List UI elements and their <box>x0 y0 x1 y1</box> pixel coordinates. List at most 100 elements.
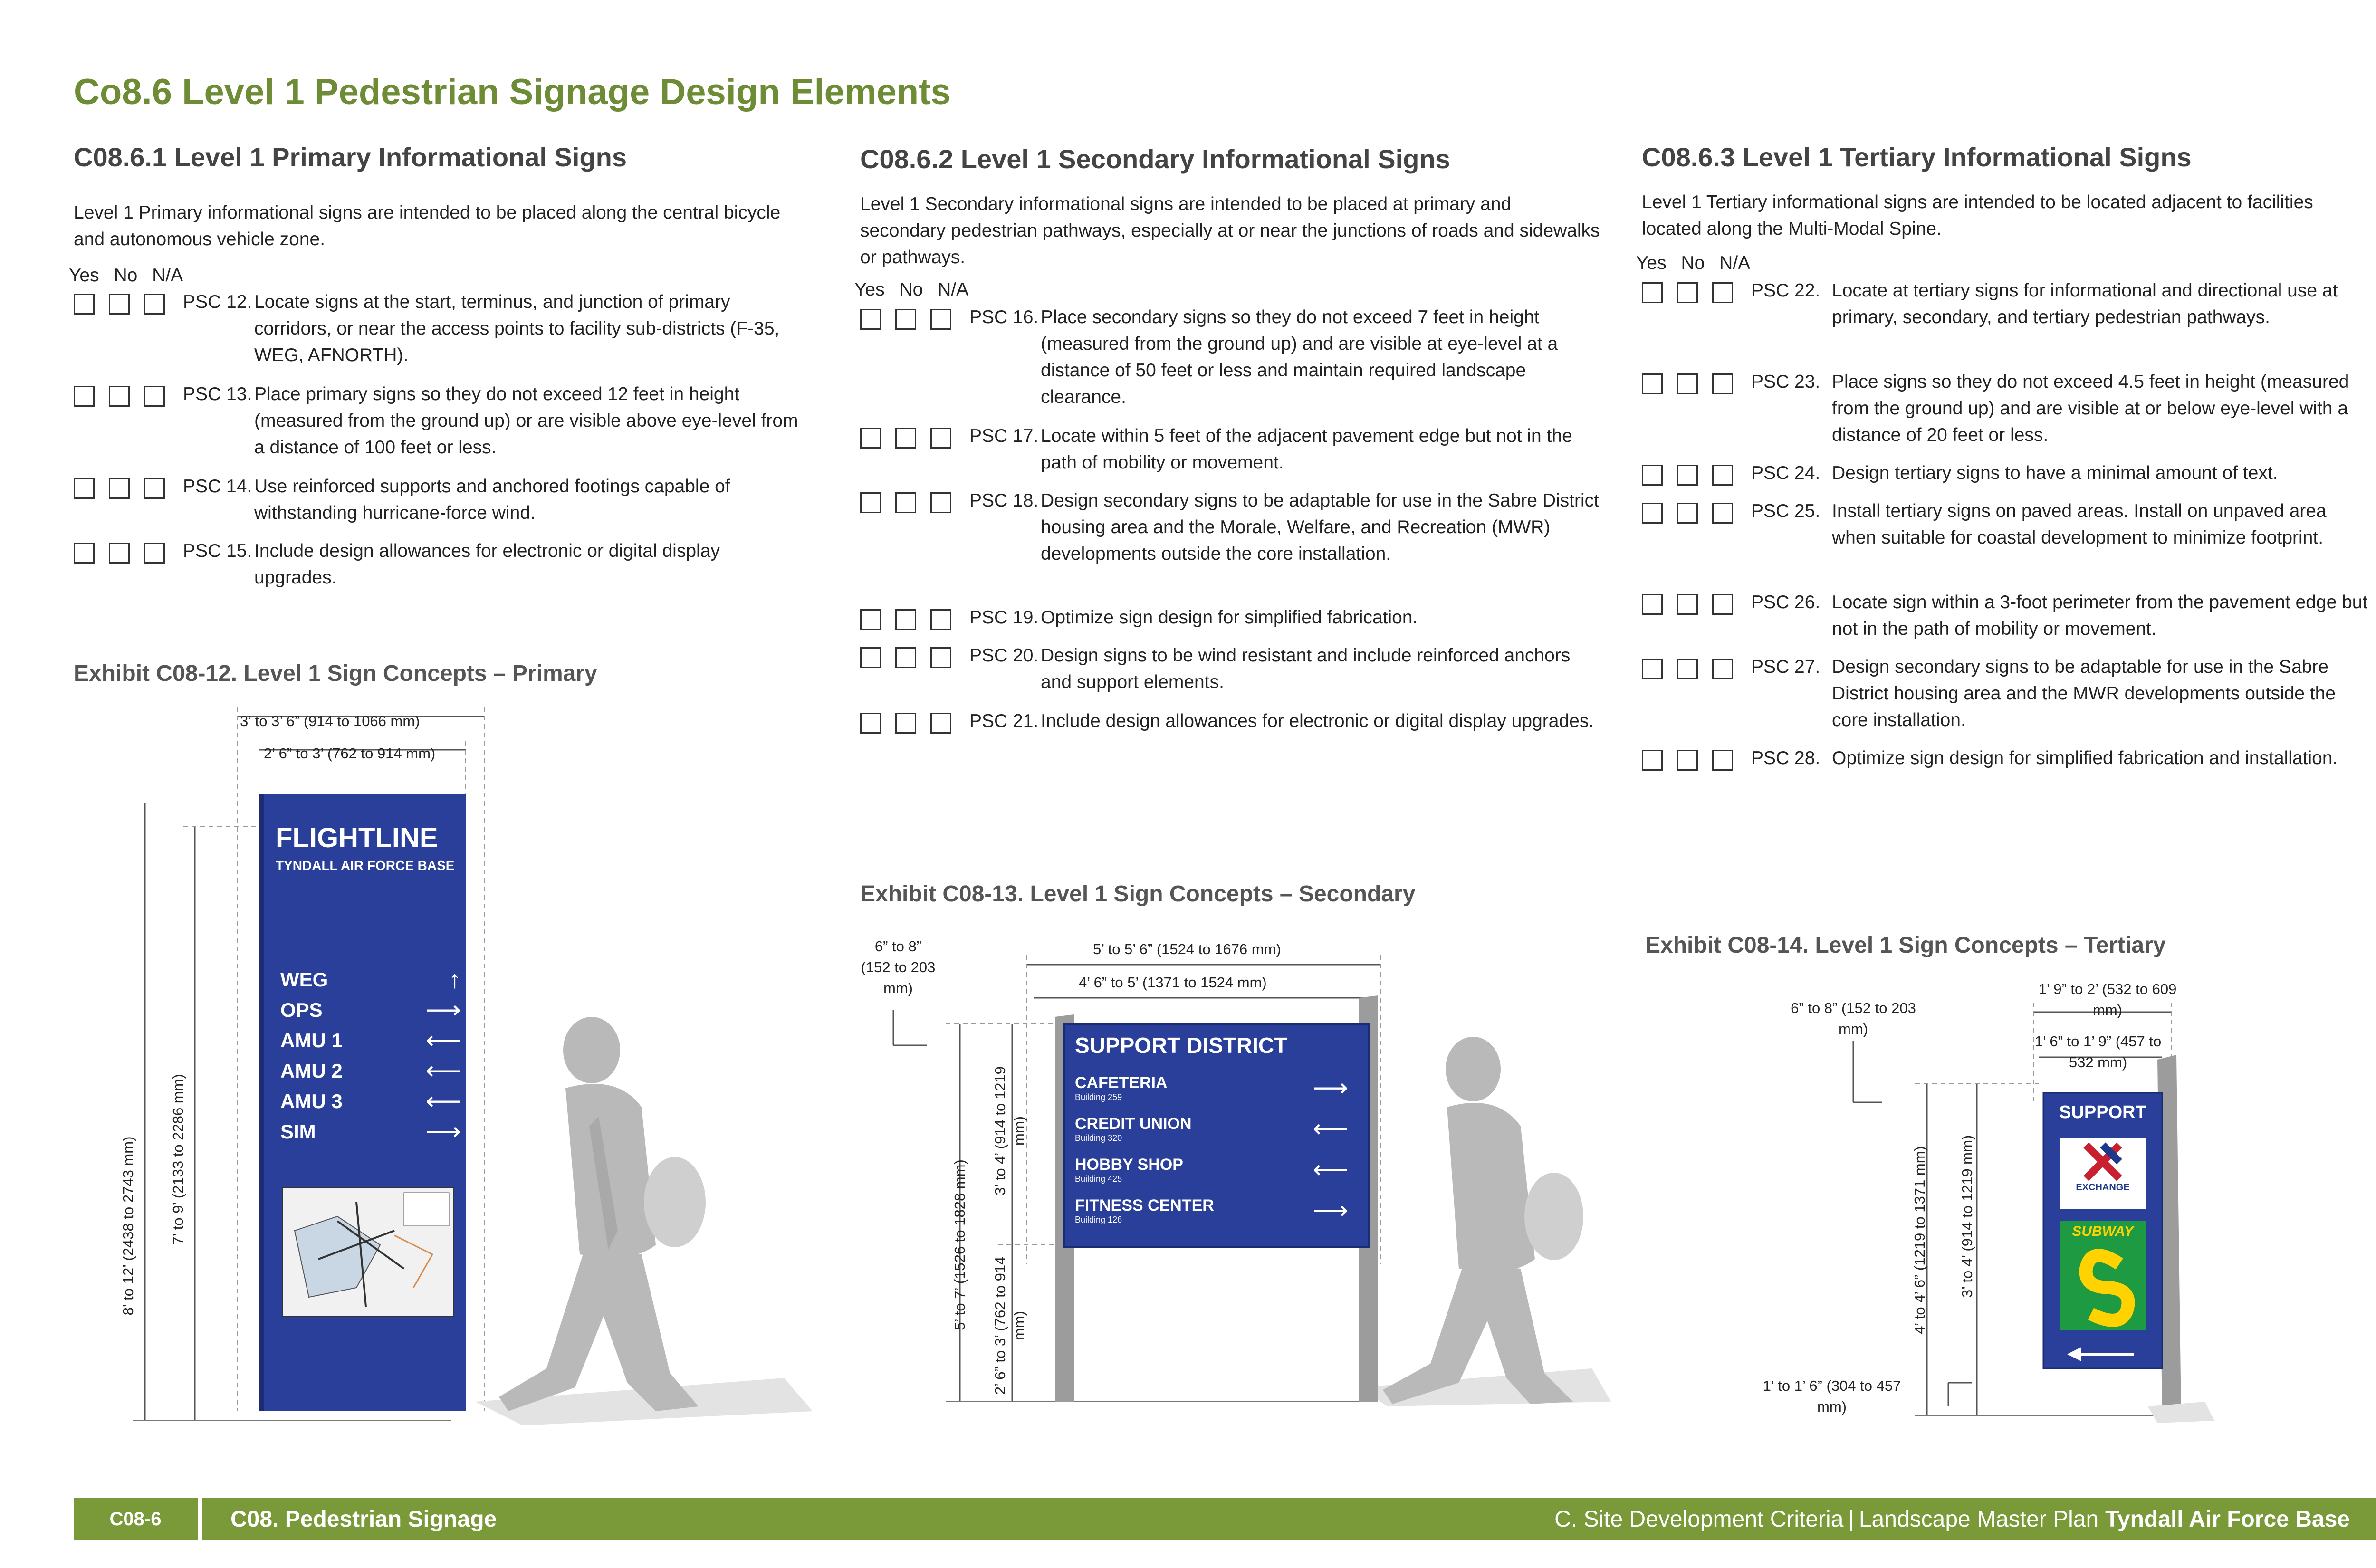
yes-checkbox[interactable] <box>1642 503 1663 524</box>
arrow-left-icon: ⟵ <box>425 1027 461 1054</box>
dim-panel-height: 3’ to 4’ (914 to 1219 mm) <box>992 1066 1027 1195</box>
no-checkbox[interactable] <box>895 309 916 330</box>
na-checkbox[interactable] <box>930 647 951 668</box>
footer-chapter: C. Site Development Criteria <box>1554 1506 1844 1532</box>
no-checkbox[interactable] <box>1677 659 1698 679</box>
yes-checkbox[interactable] <box>74 478 95 499</box>
arrow-left-icon <box>2067 1347 2081 1361</box>
primary-intro: Level 1 Primary informational signs are … <box>74 202 781 249</box>
destination-label: FITNESS CENTER <box>1075 1196 1214 1214</box>
destination-label: AMU 2 <box>280 1060 343 1082</box>
na-checkbox[interactable] <box>930 713 951 734</box>
na-checkbox[interactable] <box>1712 282 1733 303</box>
item-text: Design secondary signs to be adaptable f… <box>1832 657 2336 730</box>
dim-panel-width: 2’ 6” to 3’ (762 to 914 mm) <box>264 745 436 762</box>
na-checkbox[interactable] <box>144 386 165 407</box>
item-text: Install tertiary signs on paved areas. I… <box>1832 501 2327 548</box>
footer-divider <box>198 1498 202 1540</box>
no-checkbox[interactable] <box>1677 503 1698 524</box>
item-code: PSC 17. <box>969 426 1039 446</box>
subway-logo-text: SUBWAY <box>2072 1224 2134 1239</box>
yes-label: Yes <box>69 265 99 286</box>
no-checkbox[interactable] <box>109 543 130 564</box>
no-checkbox[interactable] <box>895 713 916 734</box>
na-checkbox[interactable] <box>930 428 951 449</box>
no-checkbox[interactable] <box>895 647 916 668</box>
yes-checkbox[interactable] <box>860 492 881 513</box>
yes-checkbox[interactable] <box>74 543 95 564</box>
checklist-item-psc16: PSC 16. Place secondary signs so they do… <box>860 304 1601 411</box>
no-label: No <box>114 265 138 286</box>
na-checkbox[interactable] <box>1712 373 1733 394</box>
footer-base-name: Tyndall Air Force Base <box>2105 1506 2350 1532</box>
item-text: Optimize sign design for simplified fabr… <box>1832 748 2338 768</box>
checklist-item-psc28: PSC 28. Optimize sign design for simplif… <box>1642 745 2374 772</box>
na-checkbox[interactable] <box>1712 594 1733 615</box>
na-checkbox[interactable] <box>1712 750 1733 771</box>
dim-overall-width: 5’ to 5’ 6” (1524 to 1676 mm) <box>1093 941 1281 957</box>
no-checkbox[interactable] <box>1677 373 1698 394</box>
yes-checkbox[interactable] <box>860 713 881 734</box>
item-code: PSC 14. <box>183 476 252 497</box>
yes-checkbox[interactable] <box>860 647 881 668</box>
checklist-item-psc12: PSC 12. Locate signs at the start, termi… <box>74 289 805 369</box>
no-checkbox[interactable] <box>1677 594 1698 615</box>
yes-checkbox[interactable] <box>1642 659 1663 679</box>
item-text: Place secondary signs so they do not exc… <box>1041 307 1558 407</box>
dim-overall-width: 1’ 9” to 2’ (532 to 609 mm) <box>2038 981 2177 1018</box>
item-text: Include design allowances for electronic… <box>254 541 720 588</box>
no-checkbox[interactable] <box>895 492 916 513</box>
no-checkbox[interactable] <box>1677 465 1698 486</box>
arrow-right-icon: ⟶ <box>1313 1074 1348 1102</box>
item-code: PSC 21. <box>969 711 1039 731</box>
item-text: Locate within 5 feet of the adjacent pav… <box>1041 426 1572 473</box>
yes-checkbox[interactable] <box>1642 282 1663 303</box>
secondary-sign-figure <box>892 955 1611 1406</box>
destination-row: HOBBY SHOP Building 425 ⟵ <box>1075 1156 1348 1196</box>
no-checkbox[interactable] <box>1677 282 1698 303</box>
yes-checkbox[interactable] <box>74 386 95 407</box>
yes-checkbox[interactable] <box>1642 594 1663 615</box>
dim-panel-width: 1’ 6” to 1’ 9” (457 to 532 mm) <box>2034 1033 2162 1071</box>
yes-checkbox[interactable] <box>74 294 95 315</box>
checklist-item-psc26: PSC 26. Locate sign within a 3-foot peri… <box>1642 589 2374 642</box>
no-checkbox[interactable] <box>109 478 130 499</box>
item-code: PSC 26. <box>1751 592 1820 612</box>
na-checkbox[interactable] <box>144 294 165 315</box>
na-checkbox[interactable] <box>930 492 951 513</box>
dim-overall-height: 8’ to 12’ (2438 to 2743 mm) <box>120 1136 136 1316</box>
secondary-intro: Level 1 Secondary informational signs ar… <box>860 194 1600 268</box>
yes-checkbox[interactable] <box>860 609 881 630</box>
na-checkbox[interactable] <box>1712 465 1733 486</box>
no-checkbox[interactable] <box>109 294 130 315</box>
na-label: N/A <box>152 265 183 286</box>
destination-row: WEG ↑ <box>280 965 461 995</box>
item-text: Place signs so they do not exceed 4.5 fe… <box>1832 372 2349 445</box>
yes-checkbox[interactable] <box>1642 750 1663 771</box>
no-checkbox[interactable] <box>1677 750 1698 771</box>
item-code: PSC 15. <box>183 541 252 561</box>
na-checkbox[interactable] <box>930 609 951 630</box>
yes-checkbox[interactable] <box>860 309 881 330</box>
no-checkbox[interactable] <box>895 428 916 449</box>
yes-checkbox[interactable] <box>860 428 881 449</box>
yes-checkbox[interactable] <box>1642 465 1663 486</box>
destination-row: FITNESS CENTER Building 126 ⟶ <box>1075 1196 1348 1237</box>
na-checkbox[interactable] <box>144 478 165 499</box>
secondary-destination-list: CAFETERIA Building 259 ⟶ CREDIT UNION Bu… <box>1075 1074 1348 1237</box>
na-checkbox[interactable] <box>1712 659 1733 679</box>
pedestrian-silhouette <box>1383 1037 1583 1404</box>
destination-row: AMU 2 ⟵ <box>280 1056 461 1086</box>
item-text: Locate at tertiary signs for information… <box>1832 280 2338 327</box>
na-checkbox[interactable] <box>144 543 165 564</box>
checklist-item-psc20: PSC 20. Design signs to be wind resistan… <box>860 642 1601 696</box>
no-checkbox[interactable] <box>895 609 916 630</box>
dim-overall-width: 3’ to 3’ 6” (914 to 1066 mm) <box>240 713 420 729</box>
na-checkbox[interactable] <box>1712 503 1733 524</box>
checklist-item-psc15: PSC 15. Include design allowances for el… <box>74 538 805 591</box>
secondary-checkbox-header: Yes No N/A <box>854 279 968 300</box>
yes-checkbox[interactable] <box>1642 373 1663 394</box>
na-checkbox[interactable] <box>930 309 951 330</box>
no-checkbox[interactable] <box>109 386 130 407</box>
arrow-right-icon: ⟶ <box>425 1118 461 1146</box>
